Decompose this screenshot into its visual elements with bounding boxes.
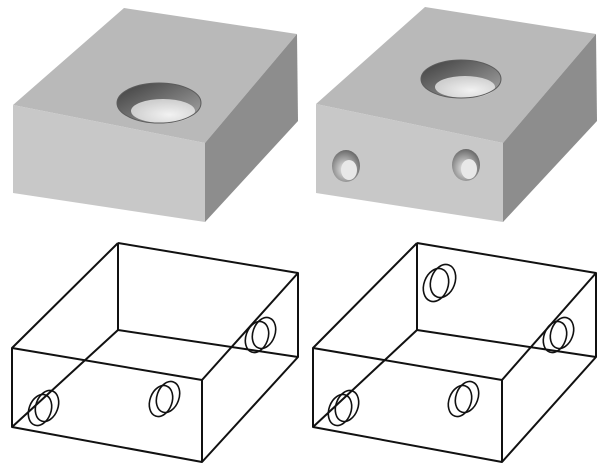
side-hole-right — [452, 149, 480, 181]
block-top-face — [13, 8, 297, 143]
wire-hole — [422, 263, 457, 303]
wire-edge — [11, 329, 119, 428]
side-hole-left — [332, 150, 360, 182]
wire-hole — [244, 316, 277, 354]
wire-hole — [148, 380, 181, 418]
wire-edge — [312, 347, 503, 381]
wireframe-block-four-holes — [312, 242, 597, 463]
block-front-face — [316, 104, 503, 222]
wire-edge — [117, 329, 299, 358]
wire-edge — [416, 329, 597, 358]
wireframe-block-three-holes — [11, 242, 299, 463]
top-hole — [420, 59, 502, 99]
wire-hole — [447, 380, 480, 418]
wire-hole — [327, 389, 360, 427]
block-front-face — [13, 105, 205, 222]
block-side-face — [503, 34, 597, 222]
solid-block-one-hole — [13, 8, 298, 222]
wire-edge — [11, 347, 203, 381]
solid-block-three-holes — [316, 7, 597, 222]
top-hole — [116, 82, 202, 124]
wire-edge — [312, 329, 418, 428]
wire-hole — [27, 389, 60, 427]
block-side-face — [205, 34, 298, 222]
wire-hole — [542, 316, 575, 354]
